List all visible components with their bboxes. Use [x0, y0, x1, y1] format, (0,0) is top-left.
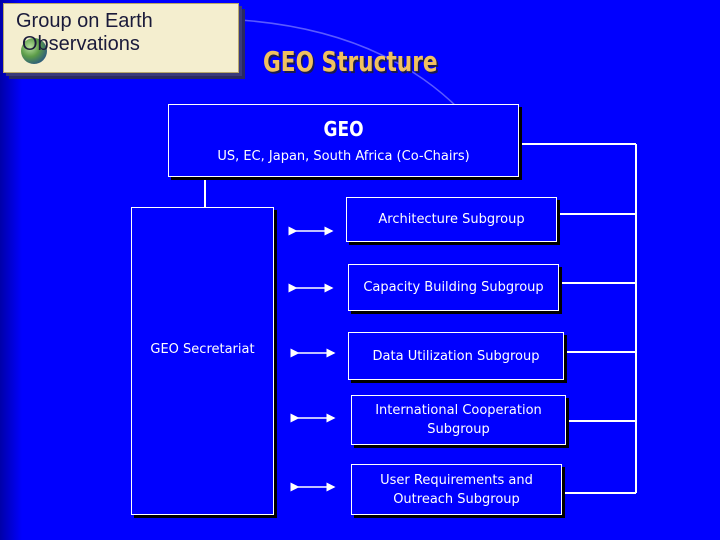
- secretariat-box: GEO Secretariat: [131, 207, 274, 515]
- subgroup-label-line-2: Outreach Subgroup: [393, 491, 520, 507]
- globe-icon: [21, 38, 47, 64]
- subgroup-label-line-1: User Requirements and: [380, 472, 533, 488]
- logo-line-1: Group on Earth: [16, 10, 153, 32]
- geo-box-title: GEO: [323, 116, 364, 141]
- subgroup-box-data-utilization: Data Utilization Subgroup: [348, 332, 564, 380]
- subgroup-label-line-1: International Cooperation: [375, 403, 542, 418]
- subgroup-box-architecture: Architecture Subgroup: [346, 197, 557, 242]
- left-accent-band: [0, 0, 22, 540]
- subgroup-label-line-2: Subgroup: [427, 422, 490, 437]
- subgroup-box-user-requirements: User Requirements and Outreach Subgroup: [351, 464, 562, 515]
- geo-box: GEO US, EC, Japan, South Africa (Co-Chai…: [168, 104, 519, 177]
- subgroup-label: Capacity Building Subgroup: [363, 280, 544, 295]
- subgroup-box-capacity-building: Capacity Building Subgroup: [348, 264, 559, 311]
- subgroup-box-international-cooperation: International Cooperation Subgroup: [351, 395, 566, 445]
- subgroup-label: Architecture Subgroup: [378, 212, 525, 227]
- geo-logo: Group on Earth Observations: [3, 3, 239, 73]
- geo-box-subtitle: US, EC, Japan, South Africa (Co-Chairs): [217, 148, 470, 164]
- subgroup-label: Data Utilization Subgroup: [372, 348, 540, 364]
- logo-text: Group on Earth Observations: [16, 10, 226, 56]
- secretariat-label: GEO Secretariat: [150, 342, 255, 357]
- page-title: GEO Structure: [263, 45, 438, 78]
- logo-line-2: Observations: [22, 33, 140, 55]
